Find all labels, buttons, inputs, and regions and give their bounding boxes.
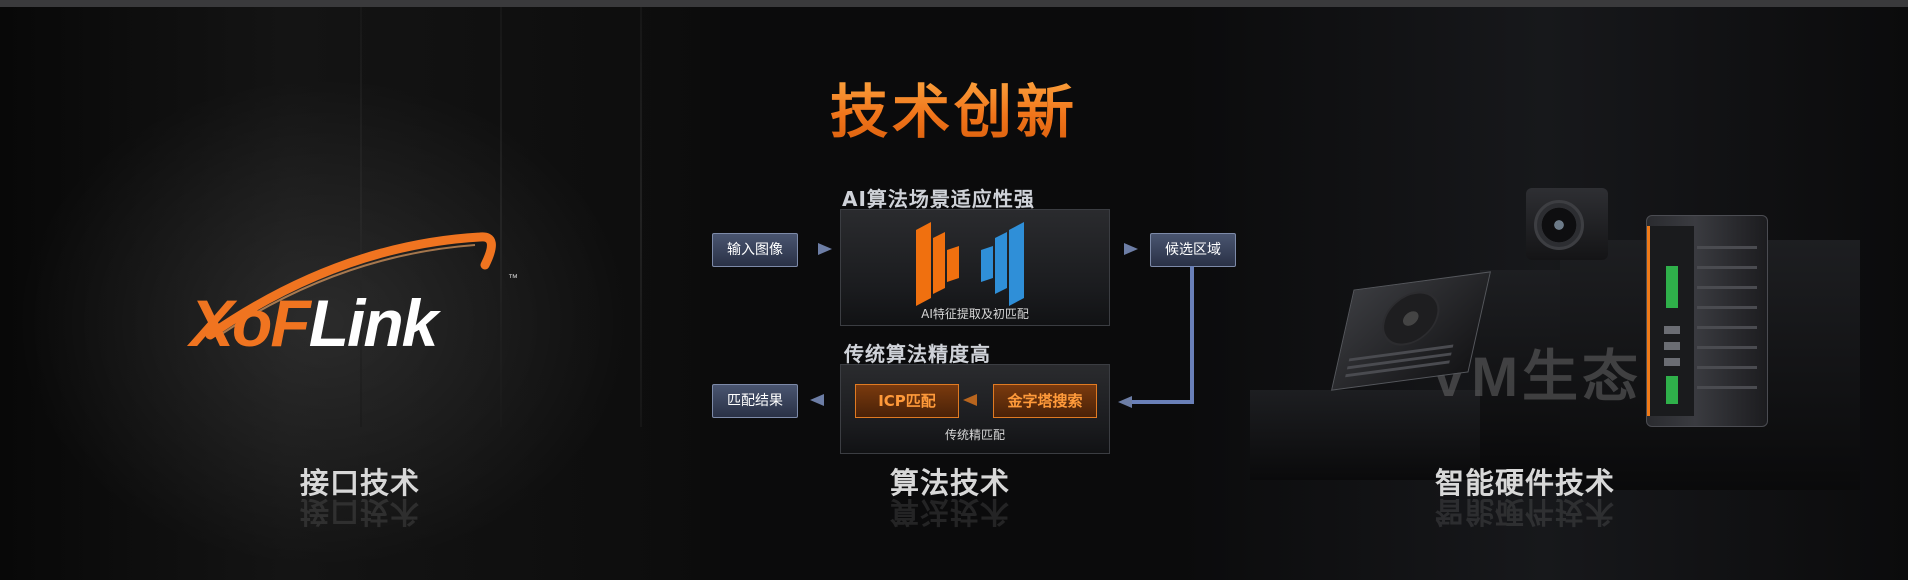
caption-hardware-reflection: 智能硬件技术 — [1434, 495, 1615, 529]
logo-swoosh-icon — [205, 232, 496, 340]
heatsink-fin — [1697, 306, 1757, 309]
arrow-right-icon — [818, 243, 832, 255]
icp-match-button[interactable]: ICP匹配 — [855, 384, 959, 418]
ai-note: AI特征提取及初匹配 — [921, 307, 1029, 321]
industrial-camera — [1526, 188, 1608, 260]
heatsink-fin — [1697, 386, 1757, 389]
xoflink-logo: XoFLink ™ — [190, 225, 530, 365]
caption-interface: 接口技术 — [299, 466, 420, 500]
heatsink-fin — [1697, 366, 1757, 369]
neural-network-icon — [916, 222, 1024, 306]
terminal-block — [1666, 266, 1678, 308]
ai-panel: AI特征提取及初匹配 — [840, 209, 1110, 326]
background-streak — [640, 7, 642, 427]
logo-letter-o: o — [232, 286, 272, 360]
page-title: 技术创新 — [0, 65, 1908, 149]
connector-horizontal — [1128, 400, 1194, 404]
arrow-left-orange-icon — [963, 394, 977, 406]
caption-hardware: 智能硬件技术 — [1434, 466, 1615, 500]
heatsink-fin — [1697, 246, 1757, 249]
traditional-note: 传统精匹配 — [944, 428, 1005, 442]
pyramid-search-button[interactable]: 金字塔搜索 — [993, 384, 1097, 418]
connector-vertical — [1190, 266, 1194, 404]
top-border — [0, 0, 1908, 7]
input-image-button[interactable]: 输入图像 — [712, 233, 798, 267]
arrow-left-icon — [1118, 396, 1132, 408]
pc-front-panel — [1647, 226, 1694, 416]
heatsink-fin — [1697, 266, 1757, 269]
caption-algorithm: 算法技术 — [889, 466, 1010, 500]
logo-letter-f: F — [270, 286, 310, 360]
logo-wordmark: XoFLink — [190, 285, 439, 361]
camera-lens-icon — [1534, 200, 1584, 250]
trademark-symbol: ™ — [508, 273, 518, 284]
caption-interface-reflection: 接口技术 — [299, 495, 420, 529]
match-result-button[interactable]: 匹配结果 — [712, 384, 798, 418]
background-streak — [360, 7, 362, 427]
candidate-region-button[interactable]: 候选区域 — [1150, 233, 1236, 267]
heatsink-fin — [1345, 360, 1450, 378]
arrow-right-icon — [1124, 243, 1138, 255]
heatsink-fin — [1697, 326, 1757, 329]
port-icon — [1664, 342, 1680, 350]
traditional-panel: ICP匹配 金字塔搜索 传统精匹配 — [840, 364, 1110, 454]
fan-icon — [1376, 288, 1445, 350]
heatsink-fin — [1697, 346, 1757, 349]
arrow-left-icon — [810, 394, 824, 406]
heatsink-fin — [1697, 286, 1757, 289]
ai-heading: AI算法场景适应性强 — [842, 187, 1035, 211]
traditional-heading: 传统算法精度高 — [844, 342, 991, 366]
terminal-block — [1666, 376, 1678, 404]
logo-word-link: Link — [308, 286, 439, 360]
caption-algorithm-reflection: 算法技术 — [889, 495, 1010, 529]
port-icon — [1664, 358, 1680, 366]
logo-letter-x: X — [190, 286, 234, 360]
background-streak — [500, 7, 502, 427]
port-icon — [1664, 326, 1680, 334]
box-pc — [1646, 215, 1768, 427]
